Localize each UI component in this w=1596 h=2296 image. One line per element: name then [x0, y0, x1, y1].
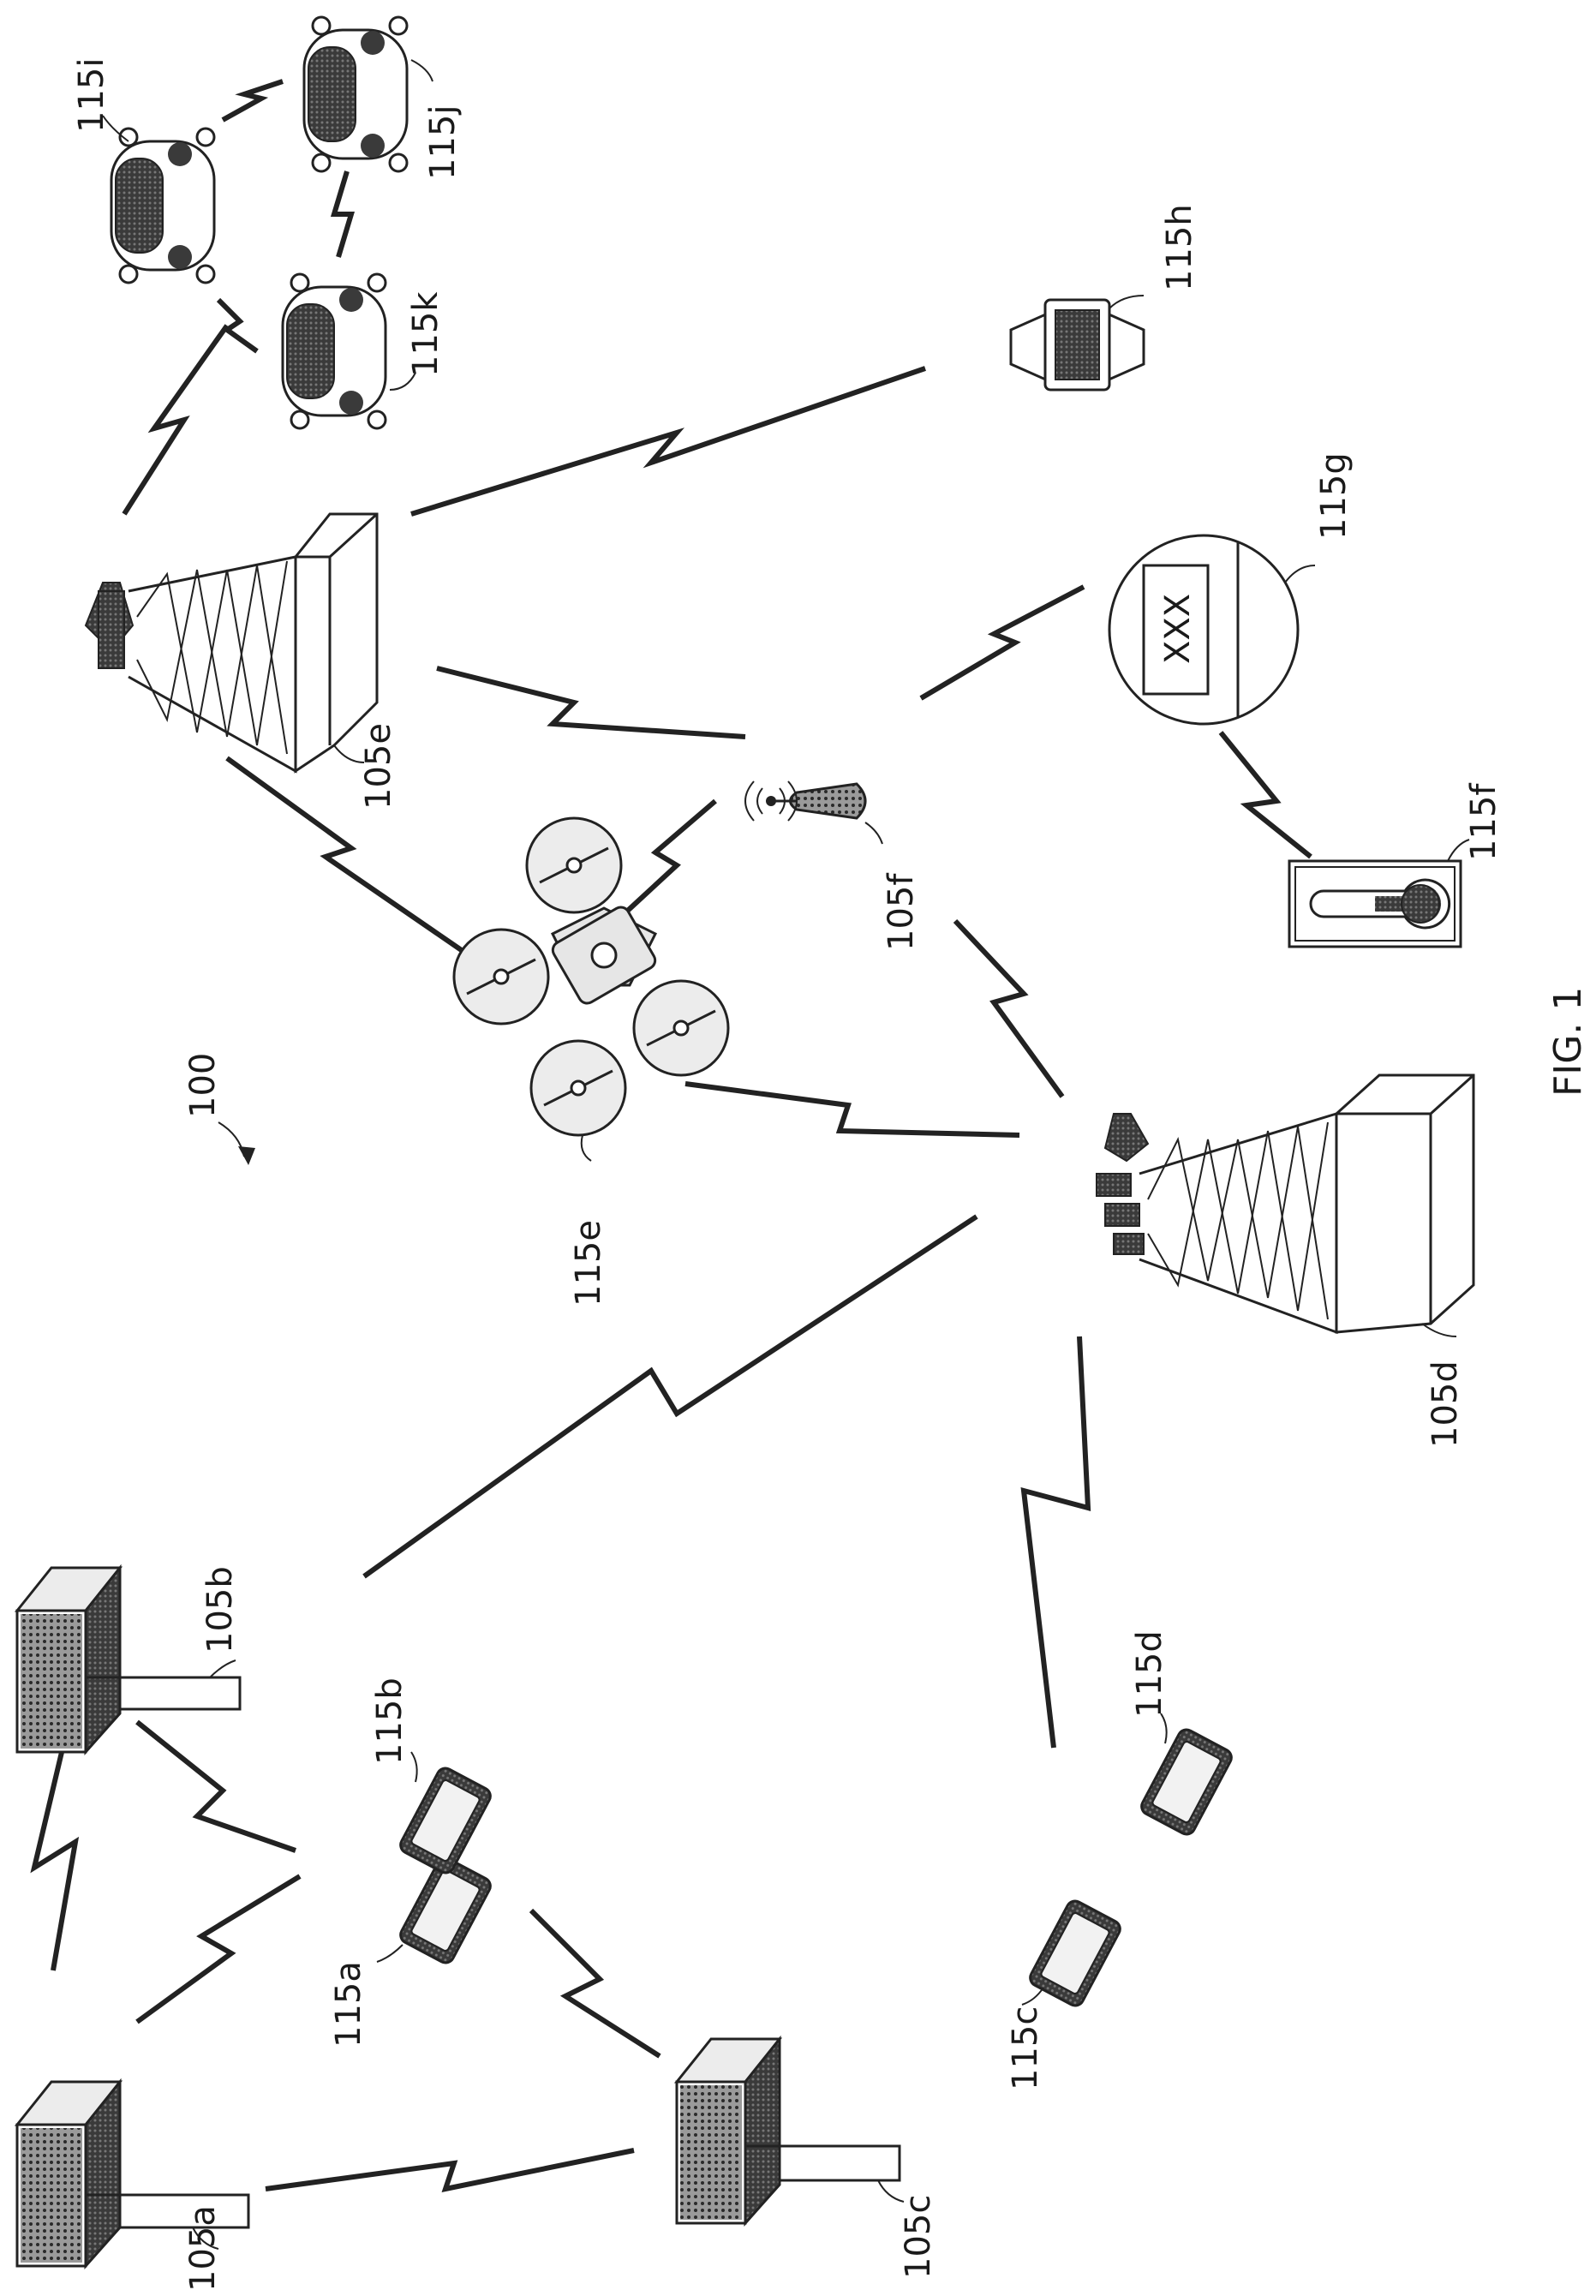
- ue-115h: 115h: [1011, 204, 1199, 390]
- link-105f-115g-bolt: [921, 587, 1084, 698]
- ue-115c: 115c: [1006, 1898, 1123, 2090]
- link-105f-105d-bolt: [955, 921, 1062, 1097]
- label-100: 100: [183, 1053, 223, 1118]
- link-115a-105c-bolt: [531, 1910, 660, 2056]
- link-105e-115h-bolt: [411, 368, 925, 514]
- vehicle-icon: [111, 129, 214, 283]
- ue-115k: 115k: [283, 274, 445, 428]
- smartwatch-icon: [1011, 300, 1144, 390]
- base-station-105e: 105e: [86, 514, 398, 810]
- system-ref-100: 100: [183, 1053, 255, 1165]
- label-115j: 115j: [423, 105, 463, 180]
- link-105e-105f-bolt: [437, 668, 745, 737]
- ue-115e: 115e: [454, 818, 728, 1306]
- link-105a-105b-bolt: [34, 1731, 75, 1970]
- label-105b: 105b: [200, 1566, 240, 1653]
- label-105d: 105d: [1426, 1360, 1465, 1448]
- ue-115i: 115i: [72, 58, 214, 283]
- link-105b-105d-bolt: [364, 1217, 977, 1576]
- base-station-105f: 105f: [745, 781, 921, 951]
- link-105b-115b-bolt: [137, 1722, 296, 1851]
- link-115i-115j-bolt: [223, 81, 283, 120]
- base-station-105a: 105a: [17, 2082, 248, 2292]
- base-station-105d: 105d: [1097, 1075, 1473, 1448]
- base-station-105c: 105c: [677, 2039, 938, 2279]
- drone-icon: [454, 818, 728, 1135]
- label-105c: 105c: [899, 2195, 938, 2279]
- ue-115g: XXX 115g: [1109, 452, 1354, 724]
- link-115g-115f-bolt: [1221, 732, 1311, 857]
- link-105d-115d-bolt: [1024, 1336, 1088, 1748]
- ue-115a: 115a: [329, 1855, 493, 2048]
- label-115h: 115h: [1160, 204, 1199, 291]
- link-105e-115k-bolt: [124, 326, 227, 514]
- label-105a: 105a: [183, 2205, 223, 2292]
- label-115d: 115d: [1130, 1630, 1169, 1718]
- link-115e-105f-bolt: [621, 801, 715, 917]
- label-105e: 105e: [359, 723, 398, 810]
- figure-label: FIG. 1: [1546, 987, 1590, 1097]
- ue-115b: 115b: [370, 1677, 493, 1875]
- small-cell-icon: [745, 781, 865, 821]
- link-115j-115k-bolt: [334, 171, 351, 257]
- link-105e-115e-bolt: [227, 758, 463, 951]
- label-115b: 115b: [370, 1677, 409, 1765]
- base-station-105b: 105b: [17, 1566, 240, 1752]
- vehicle-icon: [304, 17, 407, 171]
- link-105a-115a-bolt: [137, 1876, 300, 2022]
- label-115g: 115g: [1314, 452, 1354, 540]
- vehicle-icon: [283, 274, 386, 428]
- link-115e-105d-bolt: [685, 1084, 1019, 1135]
- label-115e: 115e: [569, 1220, 608, 1306]
- label-115c: 115c: [1006, 2006, 1045, 2090]
- meter-display: XXX: [1158, 594, 1198, 664]
- lattice-tower-icon: [1139, 1114, 1336, 1332]
- label-115i: 115i: [72, 58, 111, 133]
- ue-115f: 115f: [1289, 783, 1503, 947]
- ue-115j: 115j: [304, 17, 463, 180]
- label-115k: 115k: [406, 291, 445, 377]
- link-105a-105c-bolt: [266, 2150, 634, 2189]
- label-115a: 115a: [329, 1961, 368, 2048]
- label-105f: 105f: [882, 873, 921, 951]
- ue-115d: 115d: [1130, 1630, 1234, 1837]
- label-115f: 115f: [1464, 783, 1503, 861]
